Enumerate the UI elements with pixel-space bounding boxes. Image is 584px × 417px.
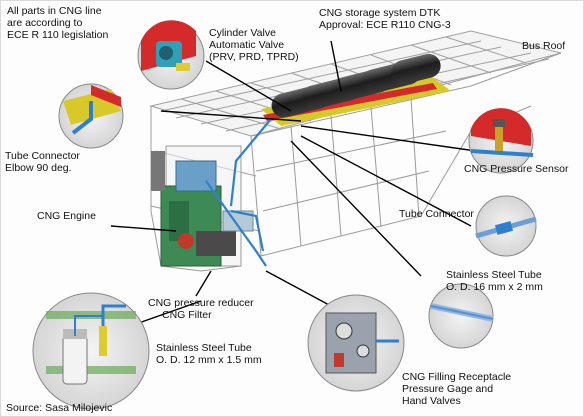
zoom-tube-elbow (58, 83, 124, 149)
label-storage-system: CNG storage system DTK Approval: ECE R11… (319, 7, 451, 31)
zoom-pressure-sensor (468, 108, 534, 174)
label-tube-connector: Tube Connector (399, 208, 474, 220)
zoom-steel-tube-16 (428, 283, 494, 349)
zoom-pressure-reducer (32, 292, 150, 410)
zoom-cylinder-valve (137, 20, 205, 90)
zoom-tube-connector (475, 195, 537, 257)
zoom-filling-receptacle (307, 294, 405, 392)
label-cylinder-valve: Cylinder Valve Automatic Valve (PRV, PRD… (209, 27, 299, 63)
label-tube-elbow: Tube Connector Elbow 90 deg. (5, 150, 80, 174)
label-steel-tube-12: Stainless Steel Tube O. D. 12 mm x 1.5 m… (156, 342, 262, 366)
label-pressure-reducer: CNG pressure reducer CNG Filter (148, 297, 254, 321)
cng-engine-block (151, 151, 254, 267)
label-filling-receptacle: CNG Filling Receptacle Pressure Gage and… (402, 371, 512, 407)
label-bus-roof: Bus Roof (522, 40, 566, 52)
cng-pipe-lines (205, 118, 272, 267)
label-cng-engine: CNG Engine (37, 210, 96, 222)
label-source: Source: Sasa Milojevic (6, 402, 113, 414)
label-steel-tube-16: Stainless Steel Tube O. D. 16 mm x 2 mm (446, 269, 543, 293)
cng-cylinders (271, 53, 441, 118)
label-legislation: All parts in CNG line are according to E… (7, 5, 109, 41)
label-pressure-sensor: CNG Pressure Sensor (464, 163, 569, 175)
leader-lines (110, 40, 477, 332)
